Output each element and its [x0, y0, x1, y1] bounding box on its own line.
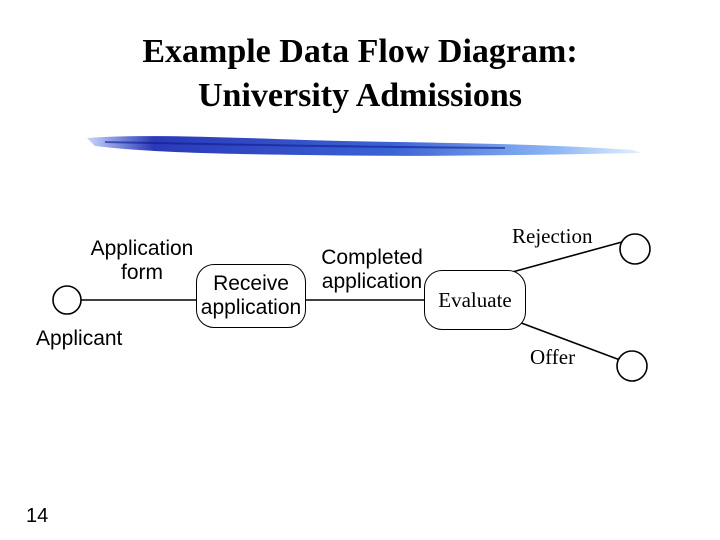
offer-circle	[616, 350, 648, 382]
process-receive-label-line2: application	[200, 296, 302, 319]
entity-label-applicant: Applicant	[36, 327, 123, 350]
applicant-circle	[52, 285, 82, 315]
title-underline-brush	[87, 136, 641, 156]
rejection-circle	[619, 233, 651, 265]
slide-title-line2: University Admissions	[198, 77, 522, 114]
flow-label-offer: Offer	[530, 345, 576, 369]
slide-title: Example Data Flow Diagram: University Ad…	[0, 30, 720, 118]
flow-label-completed: Completed	[321, 246, 423, 269]
page-number: 14	[26, 505, 49, 527]
flow-label-completed-application: Completed application	[316, 246, 428, 294]
process-receive-application: Receive application	[196, 264, 306, 328]
flow-rejection	[504, 241, 623, 275]
process-receive-label-line1: Receive	[213, 272, 289, 295]
flow-label-completed-application-text: application	[321, 270, 423, 293]
process-evaluate: Evaluate	[424, 270, 526, 330]
flow-label-application-form: Application form	[86, 237, 198, 285]
process-evaluate-label: Evaluate	[438, 288, 512, 312]
flow-label-rejection: Rejection	[512, 224, 593, 248]
flow-label-application: Application	[90, 237, 194, 260]
flow-label-form: form	[121, 261, 163, 284]
flow-offer	[507, 317, 621, 361]
slide-title-line1: Example Data Flow Diagram:	[142, 33, 578, 70]
